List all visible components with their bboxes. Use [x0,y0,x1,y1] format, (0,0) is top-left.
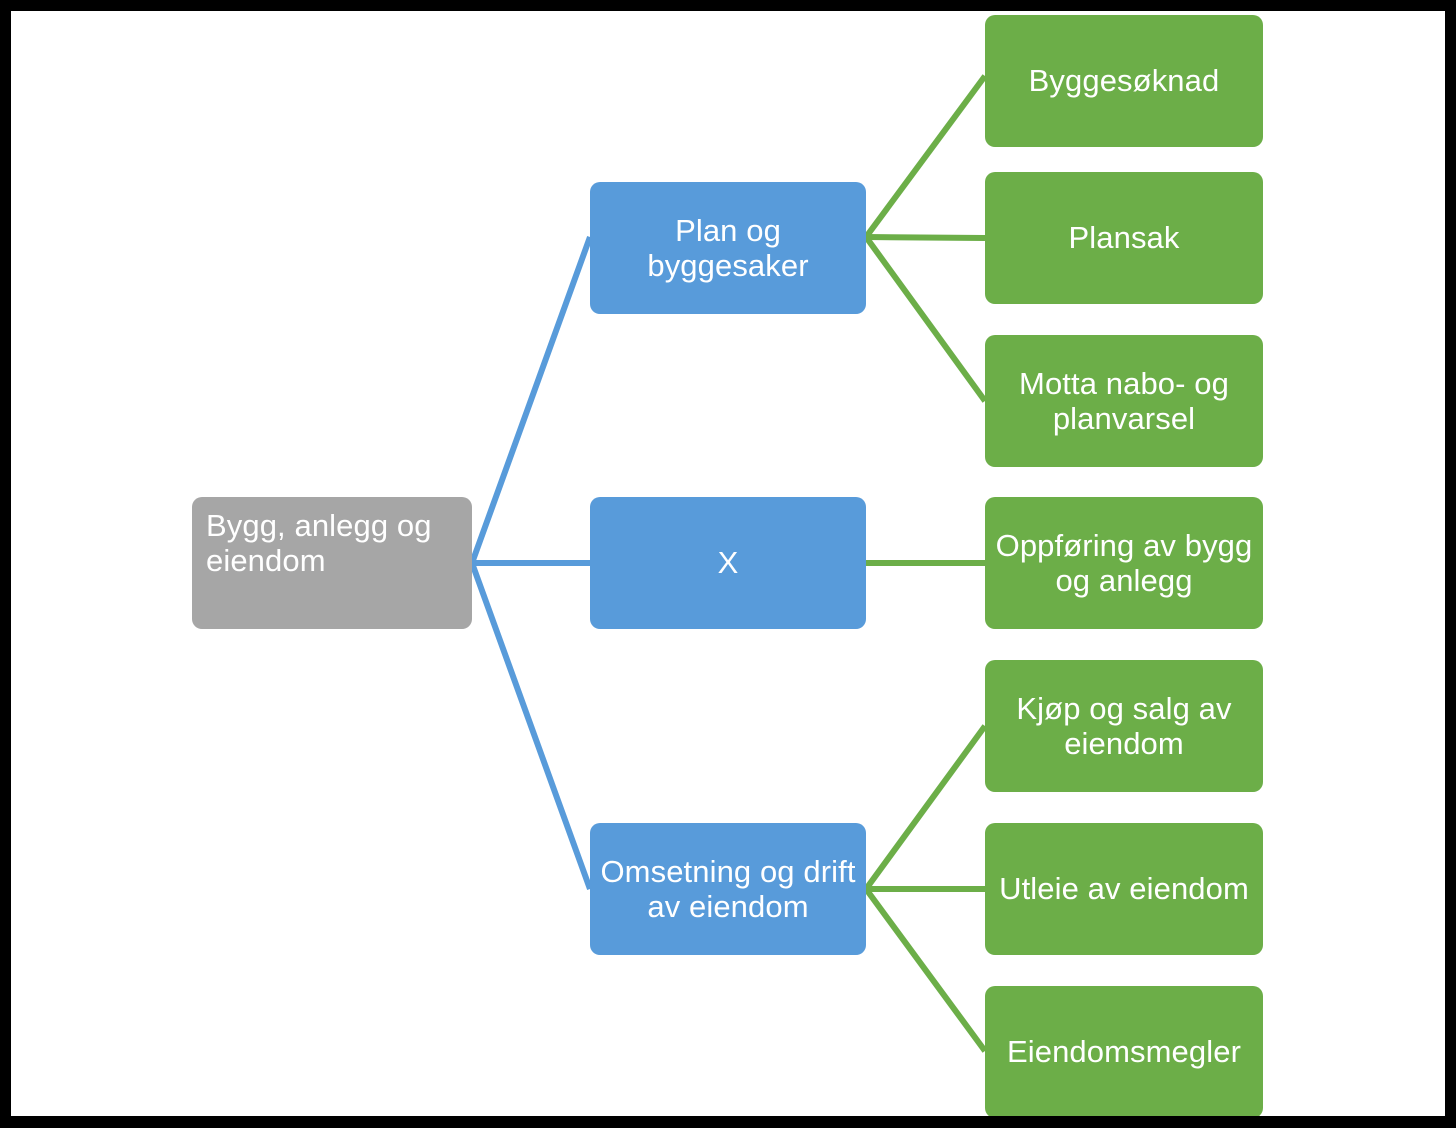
node-label: Plan og byggesaker [647,212,809,283]
node-label: Motta nabo- og planvarsel [1019,365,1229,436]
diagram-page: Bygg, anlegg og eiendom Plan og byggesak… [11,11,1445,1116]
node-label: X [717,545,739,581]
node-label: Plansak [1068,220,1180,256]
node-leaf-kjop-og-salg-av-eiendom[interactable]: Kjøp og salg av eiendom [985,660,1263,792]
node-leaf-eiendomsmegler[interactable]: Eiendomsmegler [985,986,1263,1116]
connector-omsetning-to-kjop [863,724,988,891]
connector-omsetning-to-eiendomsmegler [863,887,988,1053]
node-leaf-motta-nabo-og-planvarsel[interactable]: Motta nabo- og planvarsel [985,335,1263,467]
connector-plan-to-planvarsel [863,235,988,403]
node-label: Kjøp og salg av eiendom [1016,690,1232,761]
node-leaf-byggesoknad[interactable]: Byggesøknad [985,15,1263,147]
node-leaf-utleie-av-eiendom[interactable]: Utleie av eiendom [985,823,1263,955]
node-leaf-plansak[interactable]: Plansak [985,172,1263,304]
connector-plan-to-plansak [865,234,986,241]
node-label: Oppføring av bygg og anlegg [995,527,1253,598]
node-label: Eiendomsmegler [1006,1034,1241,1070]
node-label: Bygg, anlegg og eiendom [206,508,432,579]
node-leaf-oppforing-av-bygg-og-anlegg[interactable]: Oppføring av bygg og anlegg [985,497,1263,629]
node-label: Byggesøknad [1028,63,1220,99]
node-branch-x[interactable]: X [590,497,866,629]
node-branch-omsetning-og-drift-av-eiendom[interactable]: Omsetning og drift av eiendom [590,823,866,955]
connector-plan-to-byggesoknad [863,74,988,239]
connector-root-to-plan [469,235,593,565]
node-label: Omsetning og drift av eiendom [600,853,856,924]
node-root-bygg-anlegg-og-eiendom[interactable]: Bygg, anlegg og eiendom [192,497,472,629]
node-label: Utleie av eiendom [999,871,1249,907]
connector-root-to-omsetning [469,561,593,891]
node-branch-plan-og-byggesaker[interactable]: Plan og byggesaker [590,182,866,314]
